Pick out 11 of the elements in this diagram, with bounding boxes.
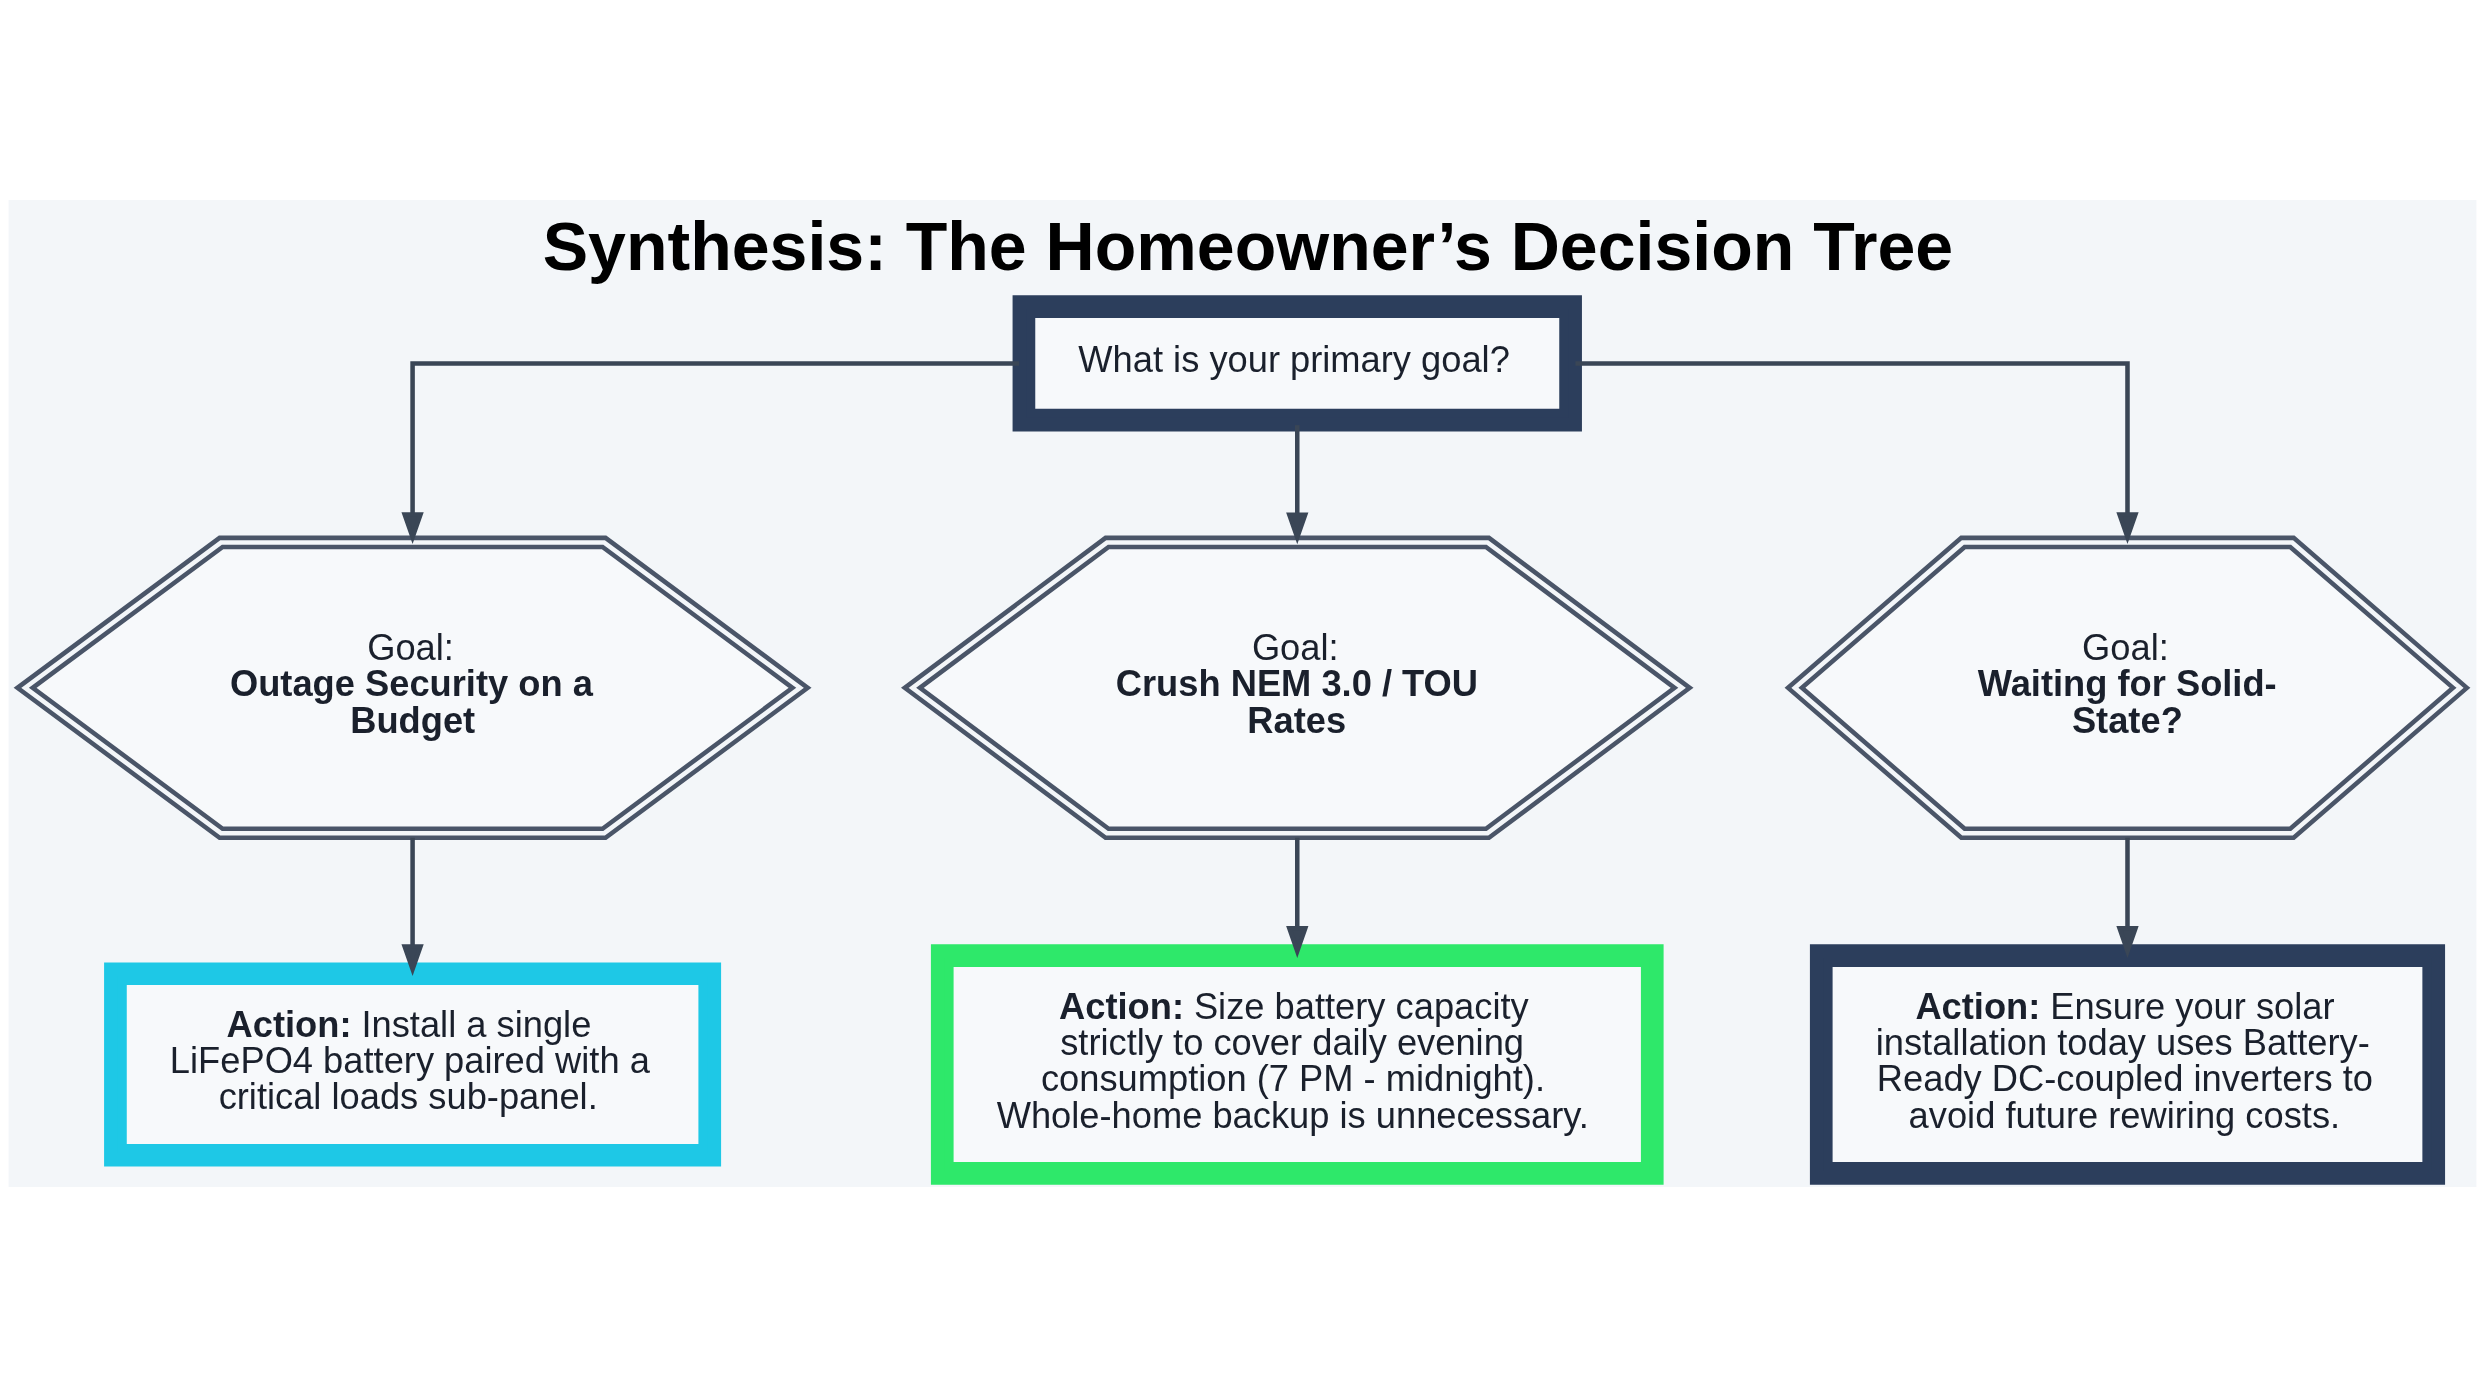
node-box: What is your primary goal? <box>1012 295 1582 432</box>
arrow <box>2116 837 2139 958</box>
arrow <box>1286 837 1309 958</box>
node-box: Action: Ensure your solar installation today uses Battery-Ready DC-coupled inverters to avoid future rewiring costs. <box>1809 944 2446 1185</box>
arrow <box>1575 361 2139 544</box>
diagram-title: Synthesis: The Homeowner’s Decision Tree <box>542 208 1954 285</box>
node-box: Action: Install a single LiFePO4 battery paired with a critical loads sub-panel. <box>104 962 722 1167</box>
node-box: Action: Size battery capacity strictly to cover daily evening consumption (7 PM - midnight). Whole-home backup is unnecessary. <box>930 944 1664 1185</box>
arrow <box>1286 425 1309 545</box>
arrow <box>401 361 1020 544</box>
arrow <box>401 837 424 977</box>
